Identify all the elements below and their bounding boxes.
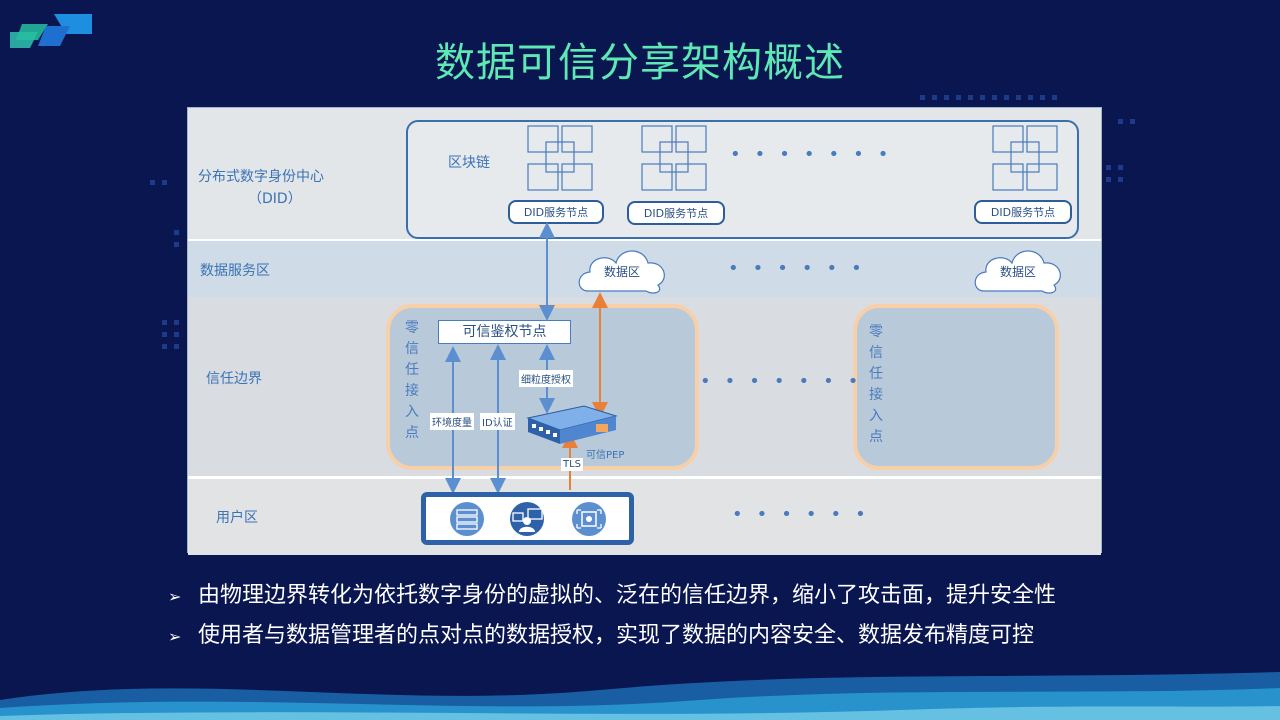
pep-device-icon <box>526 405 618 444</box>
trust-band-label: 信任边界 <box>206 371 262 387</box>
did-band-sublabel: （DID） <box>248 191 302 207</box>
data-zone-label: 数据区 <box>604 265 641 279</box>
trusted-pep-label: 可信PEP <box>586 450 625 461</box>
did-band-label: 分布式数字身份中心 <box>198 169 324 185</box>
arrow-bullet-icon: ➢ <box>168 627 182 646</box>
zero-trust-access-point-zone <box>853 304 1059 470</box>
blockchain-block-icon <box>641 125 707 191</box>
ellipsis-dots-icon: •••••• <box>728 258 876 279</box>
did-service-node: DID服务节点 <box>508 200 604 224</box>
page-title: 数据可信分享架构概述 <box>435 40 845 86</box>
connection-arrows <box>445 222 608 494</box>
user-band-label: 用户区 <box>216 510 258 526</box>
bullet-item: ➢由物理边界转化为依托数字身份的虚拟的、泛在的信任边界，缩小了攻击面，提升安全性 <box>168 578 1056 614</box>
zero-trust-label: 零信任接入点 <box>869 324 883 445</box>
data-band-label: 数据服务区 <box>200 263 270 279</box>
data-zone-label: 数据区 <box>1000 265 1037 279</box>
user-computer-icon <box>510 502 544 536</box>
logo-icon <box>10 14 92 48</box>
decorative-dots-icon <box>920 95 1135 182</box>
tls-label: TLS <box>561 458 584 471</box>
did-service-node: DID服务节点 <box>627 201 725 225</box>
chip-device-icon <box>572 502 606 536</box>
bottom-wave-decoration <box>0 672 1280 720</box>
bullet-item: ➢使用者与数据管理者的点对点的数据授权，实现了数据的内容安全、数据发布精度可控 <box>168 618 1056 654</box>
fine-grained-auth-label: 细粒度授权 <box>519 370 573 387</box>
id-auth-label: ID认证 <box>480 413 515 430</box>
zero-trust-label: 零信任接入点 <box>405 320 419 441</box>
architecture-diagram: 分布式数字身份中心 （DID） 数据服务区 信任边界 用户区 区块链 <box>187 107 1102 555</box>
ellipsis-dots-icon: ••••••• <box>730 144 903 165</box>
decorative-dots-icon <box>150 180 179 349</box>
user-band <box>188 476 1101 555</box>
trusted-auth-node: 可信鉴权节点 <box>438 320 571 344</box>
server-icon <box>450 502 484 536</box>
user-devices-box <box>421 492 634 545</box>
blockchain-block-icon <box>992 125 1058 191</box>
arrow-bullet-icon: ➢ <box>168 587 182 606</box>
did-service-node: DID服务节点 <box>974 200 1072 224</box>
data-cloud-icon <box>578 250 665 294</box>
data-cloud-icon <box>974 250 1061 294</box>
blockchain-box: 区块链 ••••••• DID服务节点 DID服务节点 DID <box>406 120 1079 239</box>
ellipsis-dots-icon: •••••• <box>732 504 880 525</box>
blockchain-label: 区块链 <box>448 155 490 171</box>
ellipsis-dots-icon: ••••••• <box>700 371 873 392</box>
env-measure-label: 环境度量 <box>430 413 474 430</box>
bullet-list: ➢由物理边界转化为依托数字身份的虚拟的、泛在的信任边界，缩小了攻击面，提升安全性… <box>168 578 1056 658</box>
blockchain-block-icon <box>527 125 593 191</box>
